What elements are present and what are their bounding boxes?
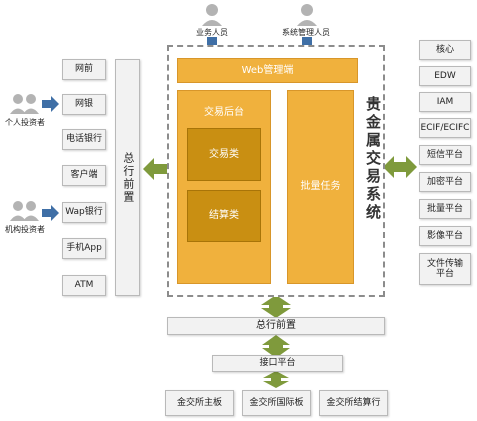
arrow-core-external	[383, 156, 417, 178]
people-icon-institution	[10, 201, 39, 221]
external-system-box: 核心	[419, 40, 471, 60]
arrow-front-interface	[262, 335, 290, 358]
channel-box: 客户端	[62, 165, 106, 186]
channel-box: ATM	[62, 275, 106, 296]
trade-backend-box: 交易后台	[177, 90, 271, 284]
individual-investor-label: 个人投资者	[5, 118, 45, 127]
web-mgmt-box: Web管理端	[177, 58, 358, 83]
external-system-box: ECIF/ECIFC	[419, 118, 471, 138]
channel-box: 手机App	[62, 238, 106, 259]
arrow-institution-to-wap	[42, 205, 59, 221]
trade-class-box: 交易类	[187, 128, 261, 181]
external-system-box: 文件传输平台	[419, 253, 471, 285]
settle-class-box: 结算类	[187, 190, 261, 242]
external-system-box: IAM	[419, 92, 471, 112]
channel-box: 网银	[62, 94, 106, 115]
person-icon-business	[202, 4, 222, 26]
front-bottom-box: 总行前置	[167, 317, 385, 335]
channel-box: Wap银行	[62, 202, 106, 223]
external-system-box: 短信平台	[419, 145, 471, 165]
people-icon-individual	[10, 94, 39, 114]
channel-box: 网前	[62, 59, 106, 80]
external-system-box: EDW	[419, 66, 471, 86]
external-system-box: 加密平台	[419, 172, 471, 192]
front-left-box: 总行前置	[115, 59, 140, 296]
exchange-box: 金交所国际板	[242, 390, 311, 416]
external-system-box: 批量平台	[419, 199, 471, 219]
trade-backend-label: 交易后台	[204, 107, 244, 118]
batch-task-box: 批量任务	[287, 90, 354, 284]
core-system-title: 贵金属交易系统	[364, 96, 382, 222]
external-system-box: 影像平台	[419, 226, 471, 246]
exchange-box: 金交所主板	[165, 390, 234, 416]
institution-investor-label: 机构投资者	[5, 225, 45, 234]
arrow-interface-exchanges	[263, 371, 289, 388]
sys-admin-label: 系统管理人员	[282, 28, 330, 37]
arrow-core-front-bottom	[261, 295, 291, 318]
exchange-box: 金交所结算行	[319, 390, 388, 416]
channel-box: 电话银行	[62, 129, 106, 150]
person-icon-admin	[297, 4, 317, 26]
business-staff-label: 业务人员	[196, 28, 228, 37]
interface-platform-box: 接口平台	[212, 355, 343, 372]
arrow-individual-to-online	[42, 96, 59, 112]
